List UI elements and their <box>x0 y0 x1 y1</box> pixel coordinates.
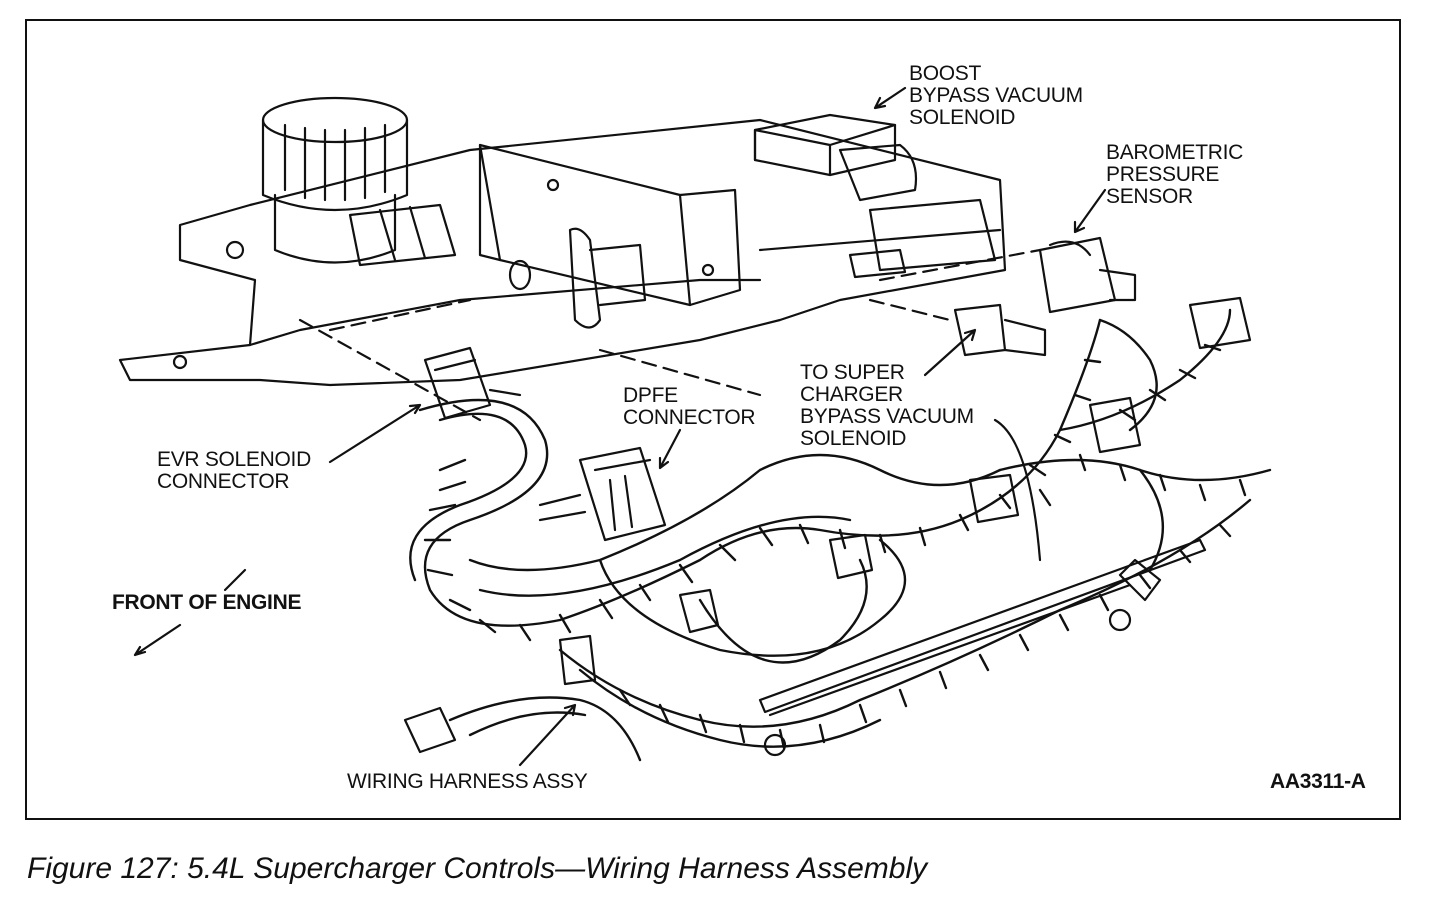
label-line: CONNECTOR <box>157 470 290 493</box>
label-line: BYPASS VACUUM <box>800 405 974 428</box>
supercharger-connector <box>953 303 1047 357</box>
label-line: CONNECTOR <box>623 406 756 429</box>
leader-dpfe <box>658 428 682 470</box>
leader-front-1 <box>223 568 247 592</box>
label-line: TO SUPER <box>800 361 905 384</box>
leader-baro <box>1073 188 1107 234</box>
leader-evr <box>328 403 422 464</box>
boost-solenoid <box>753 113 997 279</box>
wiring-harness <box>409 308 1272 762</box>
label-dpfe-connector: DPFE CONNECTOR <box>623 384 756 429</box>
label-barometric-sensor: BAROMETRIC PRESSURE SENSOR <box>1106 142 1243 208</box>
diagram-frame <box>25 19 1401 820</box>
leader-boost <box>873 86 907 110</box>
label-boost-solenoid: BOOST BYPASS VACUUM SOLENOID <box>909 63 1083 129</box>
label-line: SOLENOID <box>909 106 1016 129</box>
leader-front-2 <box>133 623 182 657</box>
barometric-sensor <box>1038 236 1137 314</box>
label-line: BYPASS VACUUM <box>909 84 1083 107</box>
dpfe-module <box>478 143 742 329</box>
label-line: DPFE <box>623 384 678 407</box>
dpfe-harness-connector <box>538 446 667 542</box>
figure-id: AA3311-A <box>1270 770 1366 793</box>
label-super-charger: TO SUPER CHARGER BYPASS VACUUM SOLENOID <box>800 362 974 450</box>
evr-connector <box>423 346 522 420</box>
mounting-bracket <box>118 118 1007 387</box>
label-line: BAROMETRIC <box>1106 141 1244 164</box>
label-line: CHARGER <box>800 383 903 406</box>
label-line: PRESSURE <box>1106 163 1220 186</box>
figure-caption: Figure 127: 5.4L Supercharger Controls—W… <box>27 852 928 885</box>
label-line: BOOST <box>909 62 982 85</box>
label-line: SOLENOID <box>800 427 907 450</box>
label-line: SENSOR <box>1106 185 1193 208</box>
label-line: EVR SOLENOID <box>157 448 311 471</box>
leader-supercharger-2 <box>993 418 1042 562</box>
label-wiring-harness: WIRING HARNESS ASSY <box>347 770 588 793</box>
fuel-rail <box>758 538 1207 757</box>
label-evr-connector: EVR SOLENOID CONNECTOR <box>157 449 311 493</box>
leader-supercharger <box>923 328 977 377</box>
label-front-of-engine: FRONT OF ENGINE <box>112 591 302 614</box>
canister <box>261 96 409 264</box>
